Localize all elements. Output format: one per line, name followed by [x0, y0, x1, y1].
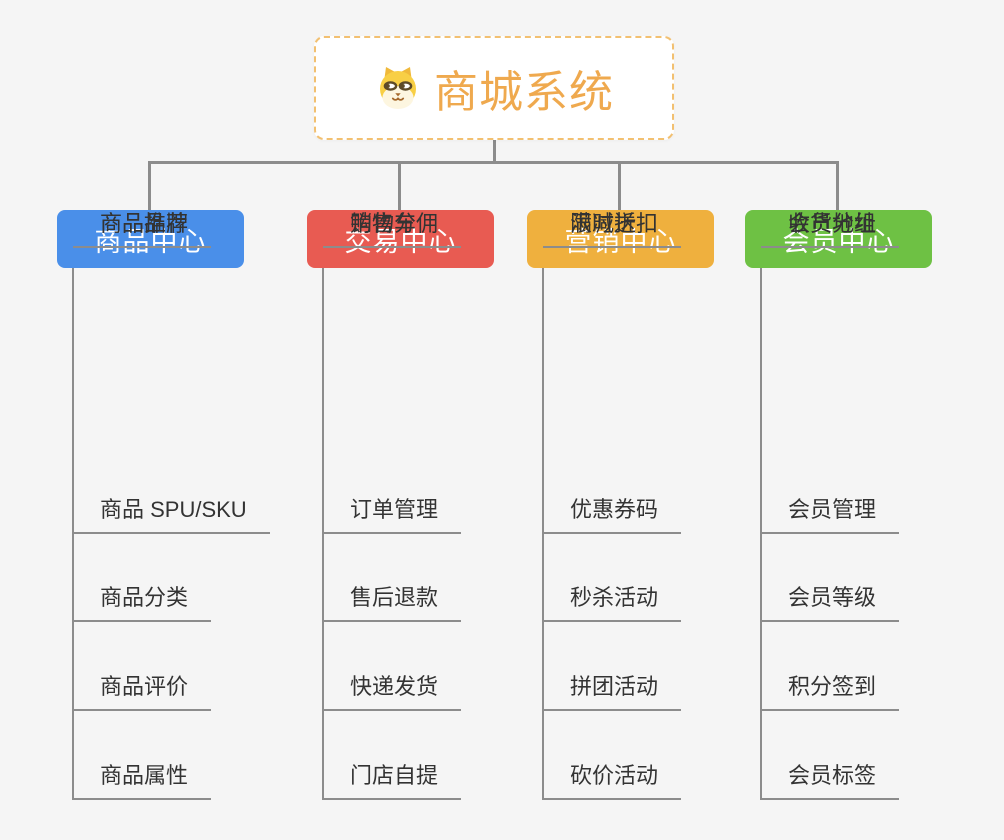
- root-node-label: 商城系统: [434, 68, 614, 117]
- leaf-node[interactable]: 拼团活动: [543, 673, 682, 711]
- dog-face-icon: [380, 67, 416, 109]
- branch-node-label: 交易中心: [344, 226, 457, 257]
- connector-drop-product: [148, 161, 151, 210]
- branch-node-product-center[interactable]: 商品中心: [57, 210, 244, 268]
- branch-group-member: 会员中心 会员管理 会员等级 积分签到 会员标签 会员分组 收货地址: [745, 210, 1004, 830]
- leaf-node[interactable]: 商品 SPU/SKU: [73, 496, 270, 534]
- leaf-node[interactable]: 会员等级: [761, 584, 900, 622]
- root-node[interactable]: 商城系统: [314, 36, 674, 140]
- leaf-node[interactable]: 会员分组: [761, 210, 900, 248]
- connector-trunk-product: [72, 268, 74, 800]
- leaf-node[interactable]: 商品属性: [73, 762, 212, 800]
- leaf-node[interactable]: 快递发货: [323, 673, 462, 711]
- connector-horizontal: [148, 161, 839, 164]
- branch-node-marketing-center[interactable]: 营销中心: [527, 210, 714, 268]
- branch-node-label: 会员中心: [782, 226, 895, 257]
- connector-drop-marketing: [618, 161, 621, 210]
- branch-node-trade-center[interactable]: 交易中心: [307, 210, 494, 268]
- branch-group-product: 商品中心 商品 SPU/SKU 商品分类 商品评价 商品属性 商品推荐 商品品牌: [57, 210, 317, 830]
- branch-group-marketing: 营销中心 优惠券码 秒杀活动 拼团活动 砍价活动 限时折扣 满减送: [527, 210, 787, 830]
- leaf-node[interactable]: 会员管理: [761, 496, 900, 534]
- connector-trunk-trade: [322, 268, 324, 800]
- branch-node-member-center[interactable]: 会员中心: [745, 210, 932, 268]
- leaf-node[interactable]: 优惠券码: [543, 496, 682, 534]
- connector-trunk-member: [760, 268, 762, 800]
- leaf-node[interactable]: 销售分佣: [323, 210, 462, 248]
- leaf-node[interactable]: 门店自提: [323, 762, 462, 800]
- branch-node-label: 营销中心: [564, 226, 677, 257]
- leaf-node[interactable]: 商品评价: [73, 673, 212, 711]
- connector-trunk-marketing: [542, 268, 544, 800]
- leaf-node[interactable]: 商品品牌: [73, 210, 212, 248]
- connector-drop-member: [836, 161, 839, 210]
- leaf-node[interactable]: 砍价活动: [543, 762, 682, 800]
- leaf-node[interactable]: 秒杀活动: [543, 584, 682, 622]
- leaf-node[interactable]: 满减送: [543, 210, 660, 248]
- connector-drop-trade: [398, 161, 401, 210]
- leaf-node[interactable]: 售后退款: [323, 584, 462, 622]
- branch-node-label: 商品中心: [94, 226, 207, 257]
- leaf-node[interactable]: 积分签到: [761, 673, 900, 711]
- leaf-node[interactable]: 收货地址: [761, 210, 900, 248]
- connector-root-drop: [493, 140, 496, 163]
- branch-group-trade: 交易中心 订单管理 售后退款 快递发货 门店自提 购物车 销售分佣: [307, 210, 567, 830]
- leaf-node[interactable]: 会员标签: [761, 762, 900, 800]
- leaf-node[interactable]: 商品分类: [73, 584, 212, 622]
- leaf-node[interactable]: 订单管理: [323, 496, 462, 534]
